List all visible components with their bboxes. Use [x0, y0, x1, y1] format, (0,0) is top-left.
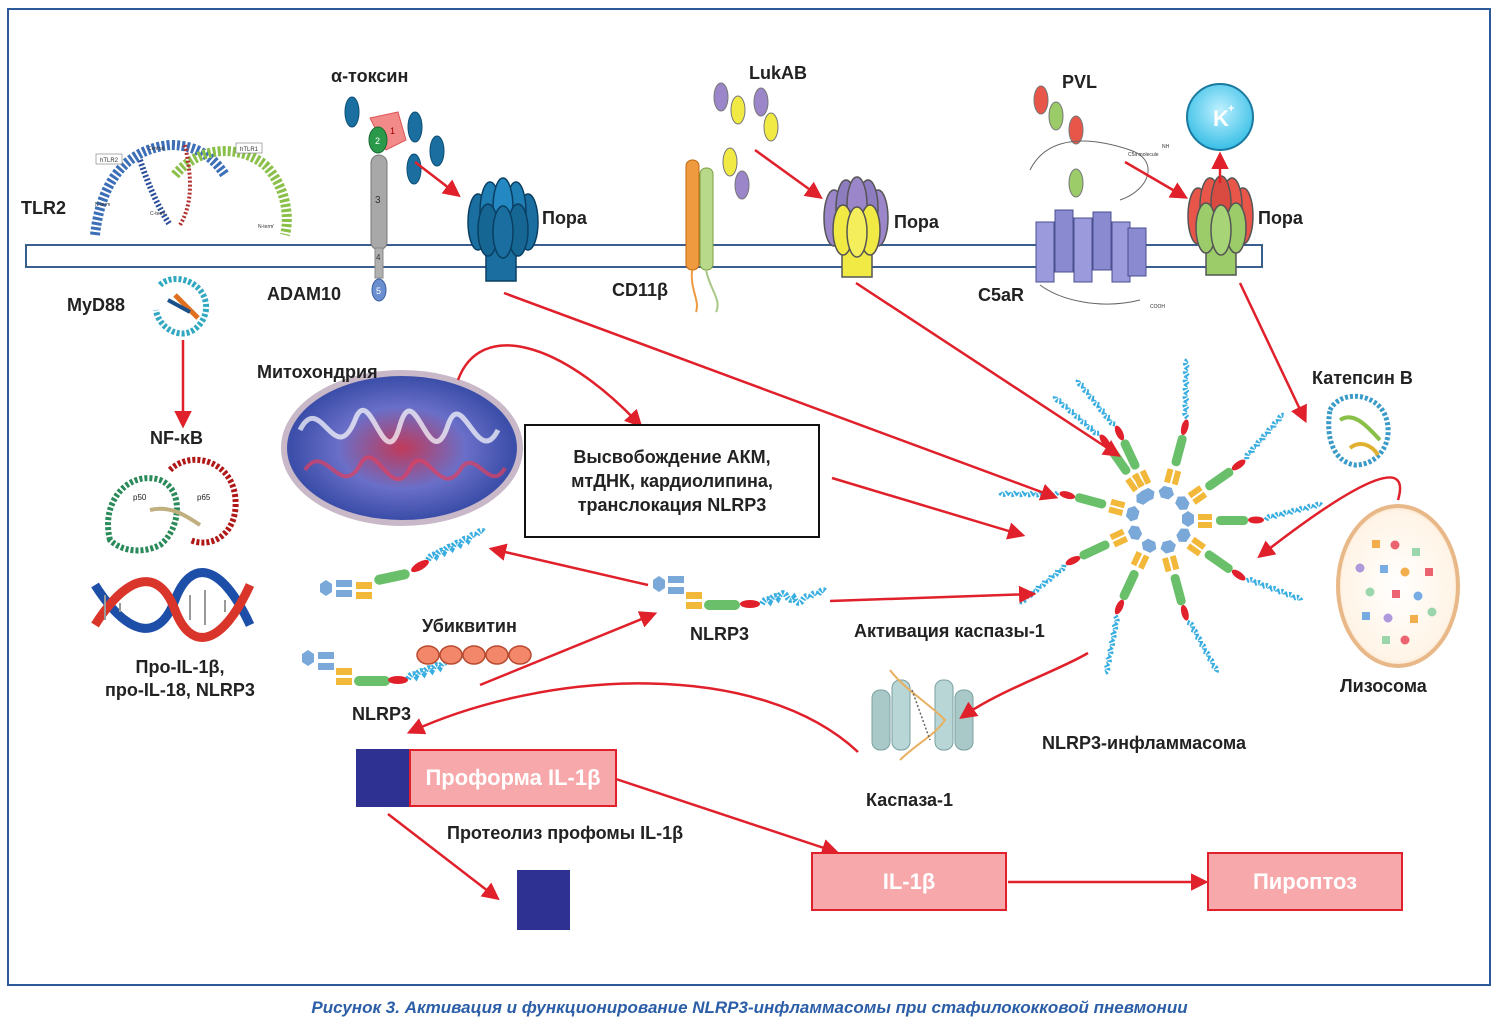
- central-tag: Central: [148, 146, 164, 152]
- adam10-receptor: 1 2 3 4 5: [368, 111, 407, 302]
- lukab-monomers: [713, 82, 779, 200]
- proteolysis-label: Протеолиз профомы IL-1β: [447, 823, 684, 843]
- pore-label-2: Пора: [894, 212, 939, 232]
- pyroptosis-box: Пироптоз: [1207, 852, 1403, 911]
- inflammasome-arm: [1158, 357, 1193, 500]
- lukab-label: LukAB: [749, 63, 807, 83]
- c5ar-receptor: C5a molecule NH COOH: [1029, 140, 1170, 310]
- c5ar-label: C5aR: [978, 285, 1025, 305]
- nlrp3-inflammasome: [997, 357, 1324, 676]
- dna-helix: [91, 568, 255, 642]
- pro-il-label-line2: про-IL-18, NLRP3: [105, 680, 255, 700]
- alpha-toxin-label: α-токсин: [331, 66, 409, 86]
- cterm-tag: C-term: [150, 211, 165, 217]
- nterm2-tag: N-term': [258, 224, 274, 230]
- figure-frame: [7, 8, 1491, 986]
- adam10-domain-2: 2: [375, 136, 380, 146]
- inflammasome-arm: [1182, 501, 1324, 528]
- inflammasome-arm: [997, 487, 1140, 522]
- pro-il1b-box: Проформа IL-1β: [409, 749, 617, 807]
- inflammasome-arm: [1101, 538, 1157, 676]
- pore-alpha-toxin: [467, 177, 539, 282]
- c5a-molecule-tag: C5a molecule: [1128, 152, 1159, 158]
- inflammasome-arm: [1175, 412, 1286, 510]
- potassium-label: K: [1213, 106, 1229, 131]
- figure-caption: Рисунок 3. Активация и функционирование …: [311, 998, 1188, 1017]
- pvl-monomers: [1033, 85, 1084, 198]
- adam10-domain-3: 3: [375, 195, 381, 206]
- myd88-structure: [153, 276, 210, 337]
- release-line-1: Высвобождение АКМ,: [573, 447, 771, 467]
- cd11b-label: CD11β: [612, 280, 669, 300]
- cell-membrane: [25, 244, 1263, 268]
- cathepsin-b-label: Катепсин В: [1312, 368, 1413, 388]
- adam10-domain-1: 1: [390, 126, 395, 136]
- inflammasome-arm: [1160, 539, 1220, 675]
- nlrp3-free-molecule-2: [653, 576, 829, 610]
- ubiquitin-label: Убиквитин: [422, 616, 517, 636]
- inflammasome-label: NLRP3-инфламмасома: [1042, 733, 1246, 753]
- nh2-tag: NH: [1162, 144, 1170, 150]
- nlrp3-label-mid: NLRP3: [690, 624, 750, 644]
- pore-lukab: [823, 176, 889, 278]
- pore-pvl: [1187, 175, 1254, 276]
- htlr2-tag: hTLR2: [100, 158, 119, 164]
- myd88-label: MyD88: [67, 295, 126, 315]
- nfkb-structure: p50 p65: [105, 456, 239, 554]
- p50-tag: p50: [133, 493, 147, 502]
- pro-domain-square: [356, 749, 409, 807]
- adam10-domain-4: 4: [376, 253, 381, 262]
- alpha-toxin-monomers: [344, 96, 445, 185]
- nlrp3-label-left: NLRP3: [352, 704, 412, 724]
- pore-label-3: Пора: [1258, 208, 1303, 228]
- inflammasome-arm: [1075, 377, 1155, 503]
- release-box: Высвобождение АКМ, мтДНК, кардиолипина, …: [524, 424, 820, 538]
- nlrp3-free-molecule-1: [320, 527, 487, 599]
- nterm-tag: N-term: [95, 202, 110, 208]
- nfkb-label: NF-κB: [150, 428, 204, 448]
- pore-label-1: Пора: [542, 208, 587, 228]
- pvl-label: PVL: [1062, 72, 1098, 92]
- nlrp3-ubiquitinated: [302, 650, 467, 686]
- tlr2-structure: hTLR2 hTLR1 Central N-term C-term N-term…: [90, 139, 292, 237]
- p65-tag: p65: [197, 493, 211, 502]
- cathepsin-b-structure: [1326, 393, 1391, 468]
- caspase-1-structure: [871, 669, 974, 761]
- adam10-label: ADAM10: [267, 284, 342, 304]
- pro-il-label-line1: Про-IL-1β,: [135, 657, 225, 677]
- caspase-activation-label: Активация каспазы-1: [854, 621, 1045, 641]
- cd11b-receptor: [685, 159, 719, 313]
- adam10-domain-5: 5: [376, 286, 381, 296]
- lysosome-label: Лизосома: [1340, 676, 1427, 696]
- inflammasome-arm: [1176, 528, 1304, 603]
- htlr1-tag: hTLR1: [240, 147, 259, 153]
- release-line-3: транслокация NLRP3: [577, 495, 767, 515]
- potassium-ion: [1186, 83, 1254, 151]
- ubiquitin-chain: [416, 645, 532, 665]
- cleaved-prodomain-square: [517, 870, 570, 930]
- caspase-1-label: Каспаза-1: [866, 790, 954, 810]
- tlr2-label: TLR2: [21, 198, 66, 218]
- release-line-2: мтДНК, кардиолипина,: [571, 471, 773, 491]
- il1b-box: IL-1β: [811, 852, 1007, 911]
- potassium-charge: +: [1228, 103, 1234, 115]
- mitochondria: [281, 370, 523, 526]
- inflammasome-arm: [1017, 525, 1143, 605]
- pathway-arrows: [174, 148, 1402, 901]
- cooh-tag: COOH: [1150, 304, 1165, 310]
- lysosome-organelle: [1336, 504, 1460, 668]
- mitochondria-label: Митохондрия: [257, 362, 378, 382]
